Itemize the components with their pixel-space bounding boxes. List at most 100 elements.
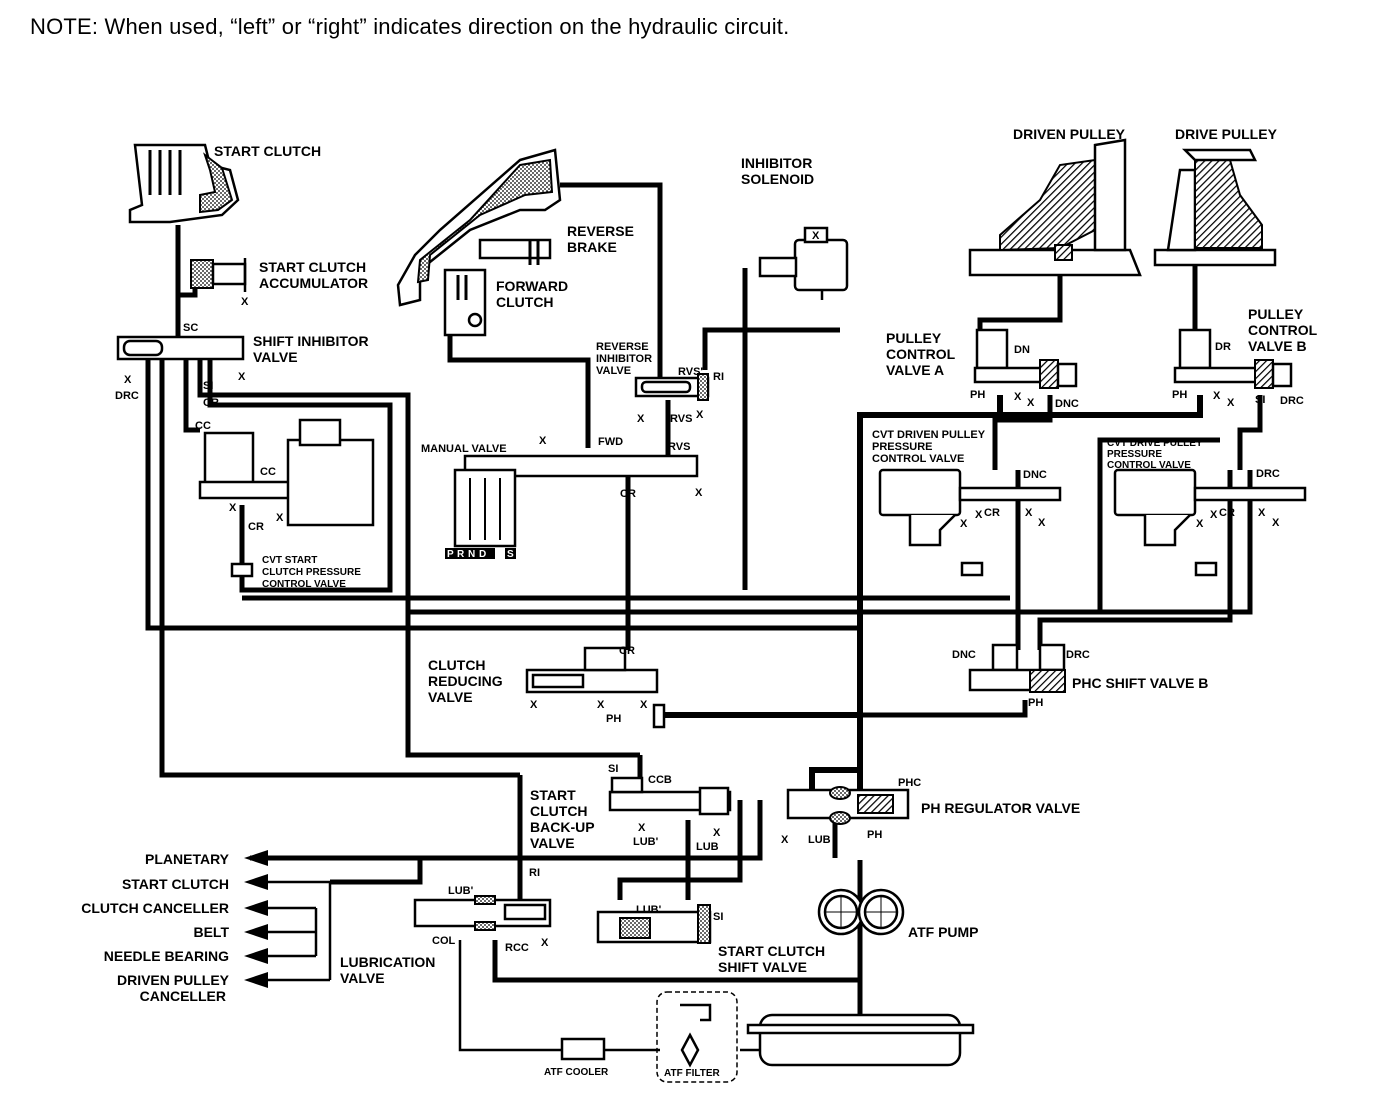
label-pcv-b-3: VALVE B xyxy=(1248,338,1307,354)
lube-planetary: PLANETARY xyxy=(145,851,230,867)
port-dn: DN xyxy=(1014,344,1030,356)
port-drc: DRC xyxy=(1066,649,1090,661)
label-inhibitor-solenoid-2: SOLENOID xyxy=(741,171,814,187)
port-cr: CR xyxy=(620,488,636,500)
port-ph: PH xyxy=(1172,389,1187,401)
fluid-lines xyxy=(145,182,1263,1052)
port-x: X xyxy=(975,509,983,521)
line-ri xyxy=(702,327,840,370)
port-x: X xyxy=(640,699,648,711)
lube-belt: BELT xyxy=(193,924,229,940)
port-cr: CR xyxy=(203,397,219,409)
label-drive-pcv-3: CONTROL VALVE xyxy=(1107,460,1191,471)
port-x: X xyxy=(812,230,820,242)
arrow-start-clutch-icon xyxy=(244,874,268,890)
label-backup-4: VALVE xyxy=(530,835,575,851)
port-x: X xyxy=(1014,391,1022,403)
port-lub-prime: LUB' xyxy=(448,885,474,897)
label-atf-cooler: ATF COOLER xyxy=(544,1067,609,1078)
label-backup-3: BACK-UP xyxy=(530,819,595,835)
label-inhibitor-solenoid-1: INHIBITOR xyxy=(741,155,812,171)
label-ph-regulator: PH REGULATOR VALVE xyxy=(921,800,1080,816)
inhibitor-solenoid-icon xyxy=(758,226,849,300)
port-drc: DRC xyxy=(115,390,139,402)
arrow-planetary-icon xyxy=(244,850,268,866)
start-clutch-icon xyxy=(128,143,240,224)
port-x: X xyxy=(597,699,605,711)
port-si: SI xyxy=(608,763,618,775)
label-start-clutch: START CLUTCH xyxy=(214,143,321,159)
note-text: NOTE: When used, “left” or “right” indic… xyxy=(30,14,790,39)
label-driven-pcv-2: PRESSURE xyxy=(872,441,933,453)
label-driven-pcv-3: CONTROL VALVE xyxy=(872,453,964,465)
label-driven-pcv-1: CVT DRIVEN PULLEY xyxy=(872,429,986,441)
line-main-2 xyxy=(408,470,1253,615)
port-x: X xyxy=(638,822,646,834)
label-atf-filter: ATF FILTER xyxy=(664,1068,721,1079)
port-col: COL xyxy=(432,935,456,947)
line-drc-phc xyxy=(1037,470,1233,650)
label-scsv-2: SHIFT VALVE xyxy=(718,959,807,975)
arrow-belt-icon xyxy=(244,924,268,940)
label-reverse-brake-2: BRAKE xyxy=(567,239,617,255)
line-lube-dist-3 xyxy=(330,858,423,885)
label-lubrication-2: VALVE xyxy=(340,970,385,986)
port-x: X xyxy=(1258,507,1266,519)
port-x: X xyxy=(1025,507,1033,519)
port-rvs-prime: RVS' xyxy=(678,366,703,378)
drive-pulley-icon xyxy=(1153,148,1277,267)
port-si: SI xyxy=(203,380,213,392)
port-drc: DRC xyxy=(1280,395,1304,407)
start-clutch-accumulator-icon xyxy=(190,258,247,292)
lube-outlet-arrows xyxy=(244,850,420,988)
label-pcv-b-2: CONTROL xyxy=(1248,322,1318,338)
label-clutch-reducing-2: REDUCING xyxy=(428,673,503,689)
port-cr: CR xyxy=(984,507,1000,519)
label-pcv-b-1: PULLEY xyxy=(1248,306,1304,322)
lube-clutch-canceller: CLUTCH CANCELLER xyxy=(81,900,229,916)
label-pcv-a-3: VALVE A xyxy=(886,362,944,378)
label-manual-valve: MANUAL VALVE xyxy=(421,443,507,455)
arrow-clutch-canceller-icon xyxy=(244,900,268,916)
port-ccb: CCB xyxy=(648,774,672,786)
port-x: X xyxy=(1227,397,1235,409)
label-forward-clutch-2: CLUTCH xyxy=(496,294,554,310)
port-x: X xyxy=(1196,518,1204,530)
label-forward-clutch-1: FORWARD xyxy=(496,278,568,294)
lube-start-clutch: START CLUTCH xyxy=(122,876,229,892)
port-x: X xyxy=(781,834,789,846)
lubrication-valve-icon xyxy=(413,895,552,931)
manual-valve-icon xyxy=(453,454,699,548)
port-cc: CC xyxy=(195,420,211,432)
oil-pan-icon xyxy=(746,1013,975,1067)
line-ccb xyxy=(159,360,520,778)
port-dnc: DNC xyxy=(1023,469,1047,481)
port-dnc: DNC xyxy=(1055,398,1079,410)
line-phc-ph xyxy=(860,700,1028,718)
port-x: X xyxy=(124,374,132,386)
label-clutch-reducing-3: VALVE xyxy=(428,689,473,705)
label-pcv-a-1: PULLEY xyxy=(886,330,942,346)
port-x: X xyxy=(1027,397,1035,409)
port-rcc: RCC xyxy=(505,942,529,954)
phc-shift-valve-b-icon xyxy=(968,643,1066,693)
port-x: X xyxy=(530,699,538,711)
label-scpcv-2: CLUTCH PRESSURE xyxy=(262,567,361,578)
line-lub-scsv xyxy=(617,800,743,900)
port-lub-prime: LUB' xyxy=(633,836,659,848)
position-r: R xyxy=(457,549,465,560)
label-drive-pcv-2: PRESSURE xyxy=(1107,449,1162,460)
label-phc-shift-valve-b: PHC SHIFT VALVE B xyxy=(1072,675,1208,691)
cvt-driven-pulley-pcv-icon xyxy=(878,468,1062,577)
label-lubrication-1: LUBRICATION xyxy=(340,954,435,970)
ph-regulator-valve-icon xyxy=(786,786,910,825)
port-sc: SC xyxy=(183,322,198,334)
line-drc-b xyxy=(1237,395,1263,470)
port-x: X xyxy=(541,937,549,949)
port-drc: DRC xyxy=(1256,468,1280,480)
shift-inhibitor-valve-icon xyxy=(116,335,245,361)
position-s: S xyxy=(507,549,514,560)
start-clutch-backup-valve-icon xyxy=(608,776,732,816)
position-p: P xyxy=(447,549,454,560)
